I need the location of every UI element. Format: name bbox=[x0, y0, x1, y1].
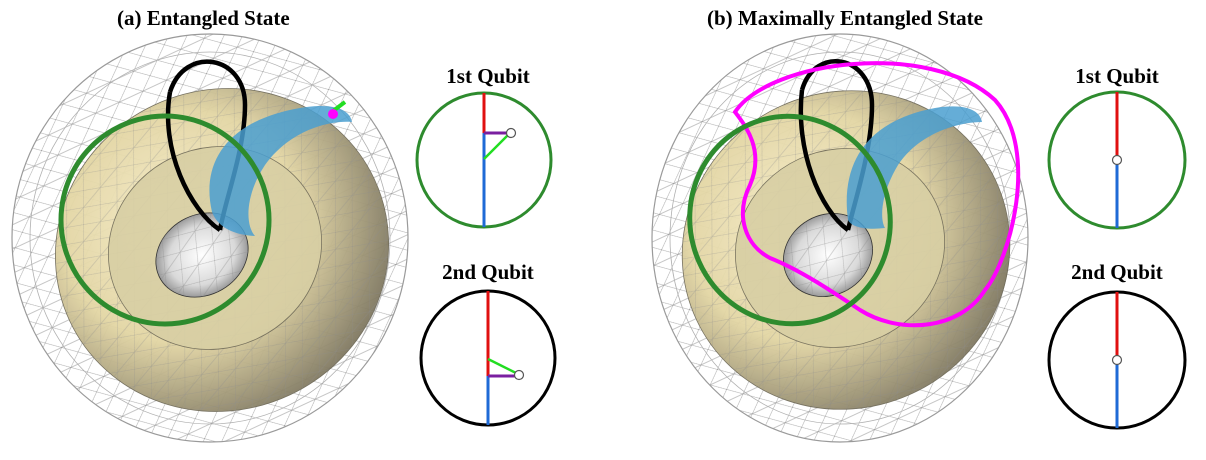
panel-a-qubit1-diagram bbox=[415, 91, 553, 229]
panel-b-qubit2-diagram bbox=[1047, 290, 1187, 430]
panel-a-magenta-marker bbox=[328, 109, 338, 119]
panel-b-qubit1-state-point bbox=[1111, 154, 1123, 166]
panel-a-black-loop-back bbox=[165, 91, 222, 232]
panel-a-green-ring bbox=[58, 113, 272, 327]
panel-a-qubit1-label: 1st Qubit bbox=[446, 64, 530, 88]
panel-b-qubit2-state-point bbox=[1111, 354, 1123, 366]
panel-a-torus-figure bbox=[11, 33, 409, 443]
panel-b-qubit2-label: 2nd Qubit bbox=[1071, 260, 1163, 284]
panel-a-qubit2-diagram bbox=[419, 289, 557, 427]
panel-b-qubit1-label: 1st Qubit bbox=[1075, 64, 1159, 88]
panel-b-title: (b) Maximally Entangled State bbox=[707, 6, 983, 30]
panel-b-blue-band bbox=[846, 106, 982, 229]
panel-a-wireframe-inner bbox=[29, 51, 391, 425]
panel-a-hole-mesh bbox=[155, 212, 249, 298]
panel-b-qubit1-diagram bbox=[1047, 90, 1187, 230]
panel-a-qubit2-label: 2nd Qubit bbox=[442, 260, 534, 284]
panel-a-title: (a) Entangled State bbox=[117, 6, 290, 30]
panel-b-green-ring bbox=[687, 113, 893, 327]
panel-b-black-loop-back bbox=[798, 89, 850, 232]
panel-b-magenta-curve bbox=[732, 61, 1021, 328]
panel-a-qubit2-green-segment bbox=[487, 357, 519, 376]
panel-a-qubit2-state-point bbox=[513, 369, 525, 381]
panel-a-blue-band bbox=[209, 105, 352, 236]
panel-b-torus-figure bbox=[651, 33, 1029, 443]
panel-a-qubit1-green-segment bbox=[483, 132, 511, 160]
panel-a-qubit1-state-point bbox=[505, 127, 517, 139]
